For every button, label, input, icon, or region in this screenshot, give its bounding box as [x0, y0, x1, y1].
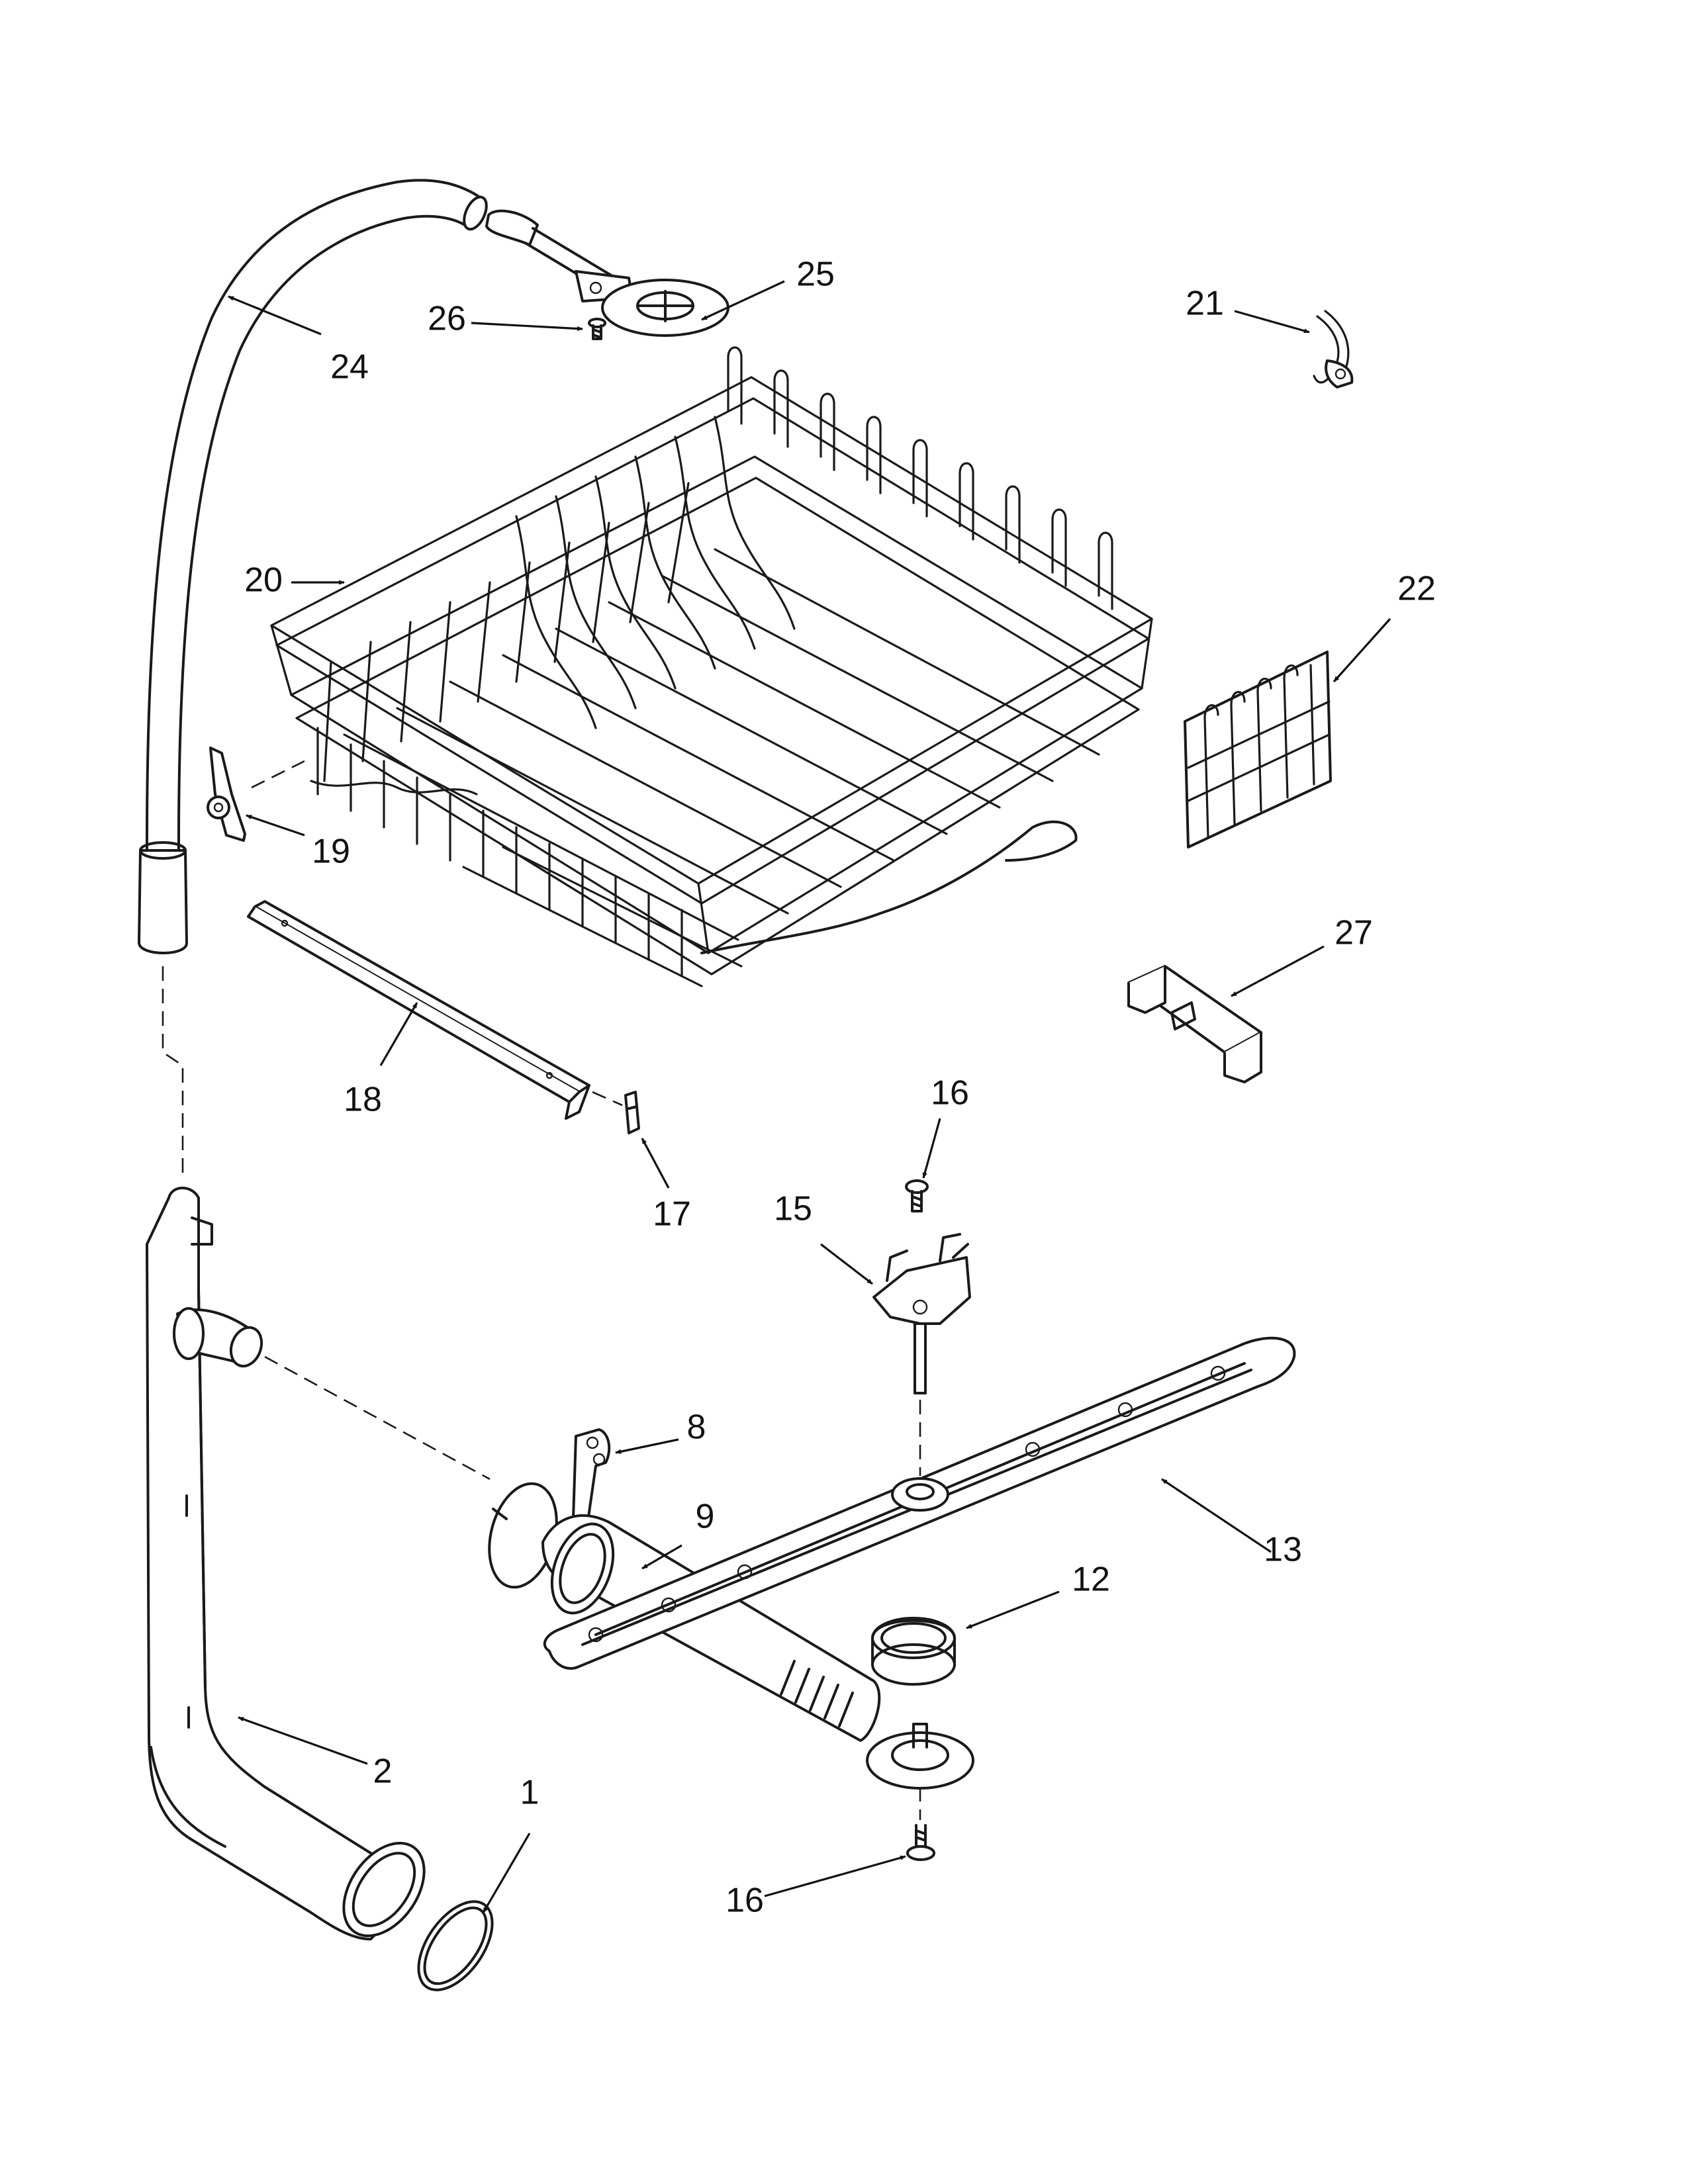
clip-part-21 — [1313, 310, 1354, 388]
callout-27: 27 — [1335, 914, 1373, 952]
supply-tube-part-24 — [138, 179, 488, 954]
callout-19: 19 — [312, 833, 350, 871]
callout-16-top: 16 — [931, 1074, 969, 1113]
rack-bottom-grid — [310, 548, 1100, 987]
upper-rack-part-20 — [270, 346, 1153, 987]
spray-arm-part-13 — [543, 1336, 1296, 1670]
bracket-part-8 — [571, 1428, 611, 1540]
bearing-part-12 — [871, 1617, 956, 1686]
dash-line-24-2 — [162, 966, 184, 1178]
dash-line-19 — [251, 760, 305, 789]
rack-tines-left — [323, 482, 690, 782]
rack-tines-back — [727, 346, 1113, 610]
callout-labels: 24 25 26 21 20 22 27 19 18 17 16 15 8 9 … — [244, 255, 1436, 1920]
callout-25: 25 — [796, 255, 835, 294]
callout-9: 9 — [696, 1498, 715, 1536]
rack-front-tines — [316, 727, 683, 978]
callout-2: 2 — [373, 1752, 393, 1791]
adjuster-part-19 — [207, 747, 246, 842]
endcap-part-17 — [624, 1091, 640, 1134]
callout-16-bottom: 16 — [726, 1882, 764, 1920]
callout-15: 15 — [774, 1190, 812, 1228]
callout-17: 17 — [653, 1195, 691, 1234]
hub-part-15 — [872, 1233, 971, 1394]
stop-part-27 — [1127, 965, 1262, 1083]
lower-tube-part-2 — [146, 1187, 426, 1940]
manifold-part-9 — [488, 1482, 974, 1790]
upper-nozzle-part-25 — [485, 209, 729, 337]
callout-1: 1 — [520, 1774, 539, 1812]
callout-8: 8 — [687, 1408, 706, 1447]
insert-part-22 — [1184, 651, 1332, 848]
screw-part-16-top — [905, 1179, 929, 1212]
screw-part-16-bottom — [906, 1824, 935, 1861]
o-ring-part-1 — [417, 1900, 494, 1991]
callout-26: 26 — [428, 300, 466, 338]
callout-18: 18 — [344, 1081, 382, 1119]
screw-part-26 — [588, 318, 606, 340]
callout-13: 13 — [1264, 1531, 1302, 1569]
dash-line-2-9 — [264, 1355, 491, 1480]
leader-lines — [228, 280, 1391, 1913]
callout-21: 21 — [1186, 285, 1224, 323]
dash-line-18 — [592, 1091, 623, 1107]
callout-20: 20 — [244, 561, 283, 600]
callout-12: 12 — [1072, 1561, 1110, 1599]
track-part-18 — [247, 900, 590, 1120]
callout-24: 24 — [330, 348, 369, 387]
callout-22: 22 — [1397, 570, 1436, 608]
